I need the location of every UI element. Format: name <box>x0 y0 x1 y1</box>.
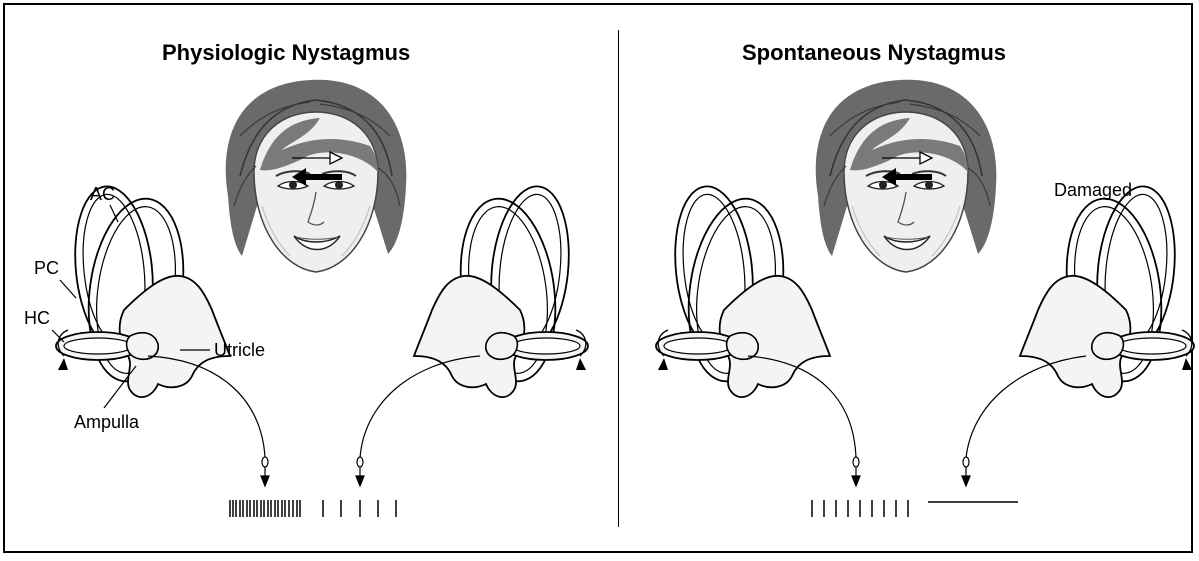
label-hc: HC <box>24 308 50 328</box>
right-spike-trains <box>812 500 1018 517</box>
right-labyrinth-left-panel <box>414 182 588 397</box>
right-nerve-fibers <box>748 356 1086 486</box>
left-labyrinth <box>56 182 230 397</box>
label-utricle: Utricle <box>214 340 265 360</box>
label-ac: AC <box>90 184 115 204</box>
label-damaged: Damaged <box>1054 180 1132 200</box>
left-spike-trains <box>230 500 396 517</box>
label-pc: PC <box>34 258 59 278</box>
right-panel-left-labyrinth <box>656 182 830 397</box>
label-ampulla: Ampulla <box>74 412 140 432</box>
left-nerve-fibers <box>148 356 480 486</box>
